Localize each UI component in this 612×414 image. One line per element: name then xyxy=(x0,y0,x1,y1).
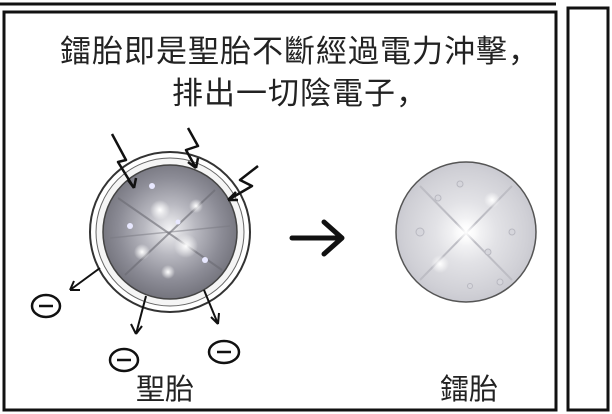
label-holy-embryo: 聖胎 xyxy=(136,372,195,406)
electron-arrows xyxy=(69,267,220,335)
holy-embryo-sphere xyxy=(89,151,251,313)
lightning-bolt-icon xyxy=(110,127,259,202)
right-arrow-icon xyxy=(289,219,345,257)
negative-charge-icon xyxy=(30,293,241,373)
caption-line-2: 排出一切陰電子， xyxy=(172,76,428,112)
label-radium-embryo: 鐳胎 xyxy=(440,372,499,406)
radium-embryo-sphere xyxy=(395,161,537,303)
caption-line-1: 鐳胎即是聖胎不斷經過電力沖擊， xyxy=(60,34,540,70)
